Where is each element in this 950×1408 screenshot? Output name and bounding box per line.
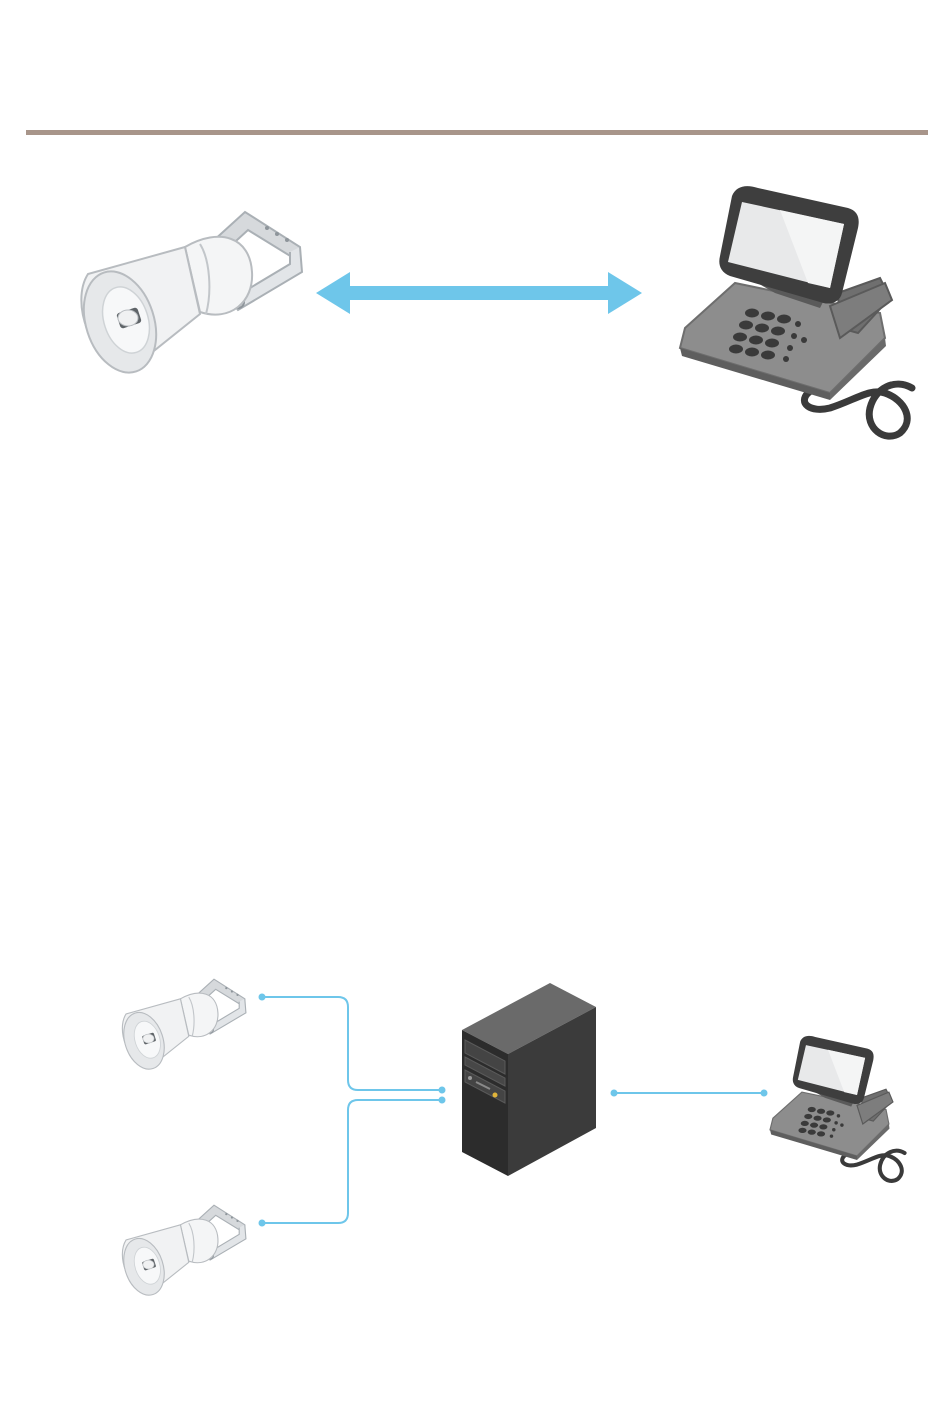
- horn-speaker-icon: [117, 1205, 246, 1300]
- ip-phone-icon: [770, 1036, 905, 1181]
- bidirectional-arrow: [316, 272, 642, 314]
- horn-speaker-icon: [72, 212, 302, 382]
- ip-phone-icon: [680, 186, 912, 436]
- horn-speaker-icon: [117, 979, 246, 1074]
- diagram-direct: [72, 186, 912, 436]
- diagram-via-server: [117, 979, 905, 1300]
- server-icon: [462, 983, 596, 1176]
